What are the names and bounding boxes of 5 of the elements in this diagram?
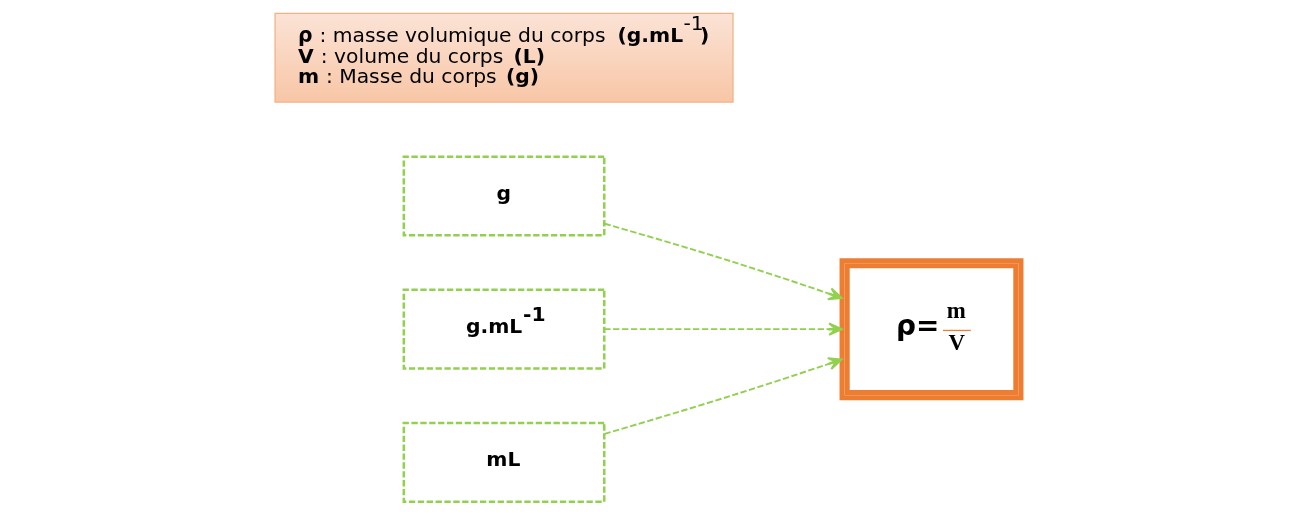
- node-box: g: [402, 155, 605, 237]
- arrow: [602, 322, 843, 336]
- node-box: mL: [402, 421, 605, 503]
- arrow: [603, 357, 843, 435]
- arrow: [603, 222, 843, 301]
